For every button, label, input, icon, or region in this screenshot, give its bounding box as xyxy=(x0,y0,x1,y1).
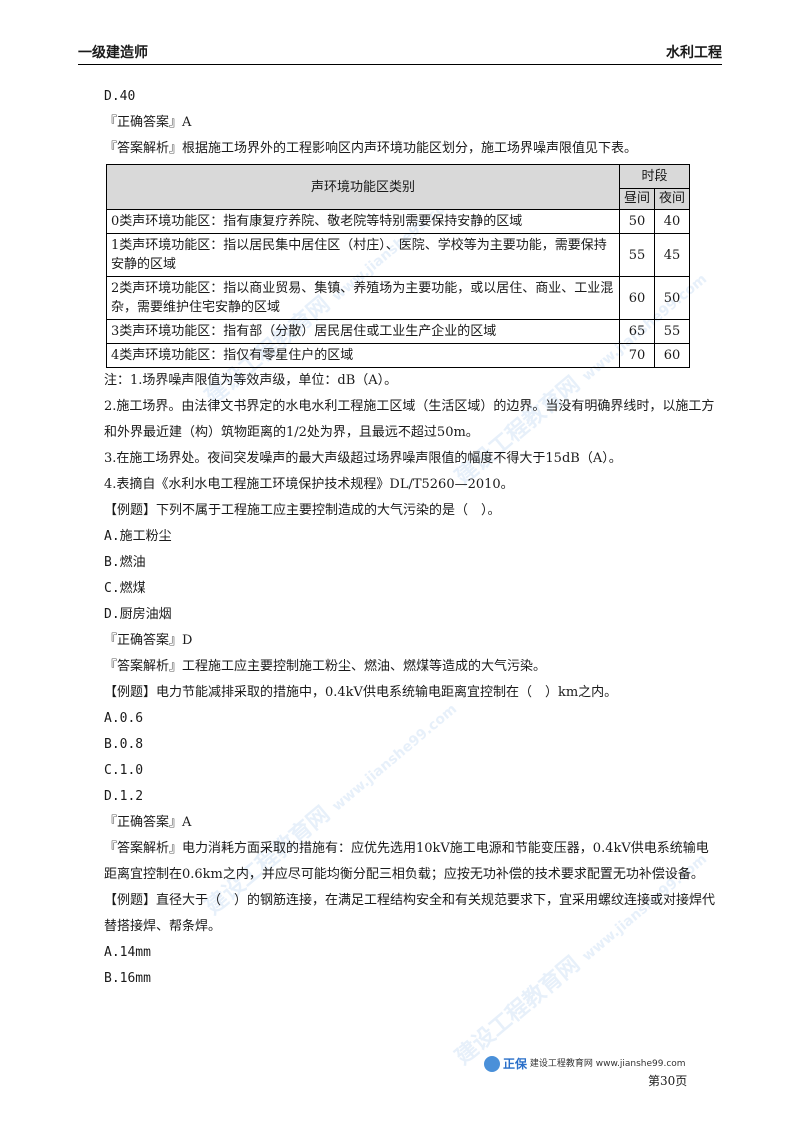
table-row: 1类声环境功能区：指以居民集中居住区（村庄）、医院、学校等为主要功能，需要保持安… xyxy=(106,233,690,277)
row-day-value: 60 xyxy=(619,276,655,320)
page-header: 一级建造师 水利工程 xyxy=(78,40,722,62)
brand-logo-icon xyxy=(484,1055,500,1072)
footer-logo-text: 建设工程教育网 www.jianshe99.com xyxy=(529,1059,686,1069)
table-day-header: 昼间 xyxy=(619,188,655,210)
table-note: 4.表摘自《水利水电工程施工环境保护技术规程》DL/T5260—2010。 xyxy=(104,477,514,492)
analysis-line: 『答案解析』电力消耗方面采取的措施有：应优先选用10kV施工电源和节能变压器，0… xyxy=(104,841,709,882)
question-stem: 【例题】直径大于（ ）的钢筋连接，在满足工程结构安全和有关规范要求下，宜采用螺纹… xyxy=(104,893,716,934)
table-note: 2.施工场界。由法律文书界定的水电水利工程施工区域（生活区域）的边界。当没有明确… xyxy=(104,399,715,440)
row-day-value: 55 xyxy=(619,233,655,277)
row-label: 3类声环境功能区：指有部（分散）居民居住或工业生产企业的区域 xyxy=(106,319,620,344)
row-night-value: 55 xyxy=(654,319,690,344)
row-night-value: 40 xyxy=(654,209,690,234)
question-stem: 【例题】下列不属于工程施工应主要控制造成的大气污染的是（ ）。 xyxy=(104,503,501,518)
question-option: C.燃煤 xyxy=(104,581,146,596)
question-option: B.燃油 xyxy=(104,555,146,570)
question-option: C.1.0 xyxy=(104,763,144,778)
footer-logo: 正保 建设工程教育网 www.jianshe99.com xyxy=(484,1055,686,1072)
table-night-header: 夜间 xyxy=(654,188,690,210)
row-label: 0类声环境功能区：指有康复疗养院、敬老院等特别需要保持安静的区域 xyxy=(106,209,620,234)
noise-limit-table: 声环境功能区类别 时段 昼间 夜间 0类声环境功能区：指有康复疗养院、敬老院等特… xyxy=(106,164,690,368)
table-row: 4类声环境功能区：指仅有零星住户的区域 70 60 xyxy=(106,343,690,368)
answer-line: 『正确答案』A xyxy=(104,115,192,130)
table-period-header: 时段 xyxy=(619,164,690,189)
table-row: 2类声环境功能区：指以商业贸易、集镇、养殖场为主要功能，或以居住、商业、工业混杂… xyxy=(106,276,690,320)
question-option: D.1.2 xyxy=(104,789,144,804)
question-stem: 【例题】电力节能减排采取的措施中，0.4kV供电系统输电距离宜控制在（ ）km之… xyxy=(104,685,618,700)
row-label: 4类声环境功能区：指仅有零星住户的区域 xyxy=(106,343,620,368)
row-day-value: 65 xyxy=(619,319,655,344)
row-label: 2类声环境功能区：指以商业贸易、集镇、养殖场为主要功能，或以居住、商业、工业混杂… xyxy=(106,276,620,320)
question-option: D.厨房油烟 xyxy=(104,607,172,622)
row-label: 1类声环境功能区：指以居民集中居住区（村庄）、医院、学校等为主要功能，需要保持安… xyxy=(106,233,620,277)
header-left-title: 一级建造师 xyxy=(78,45,148,61)
analysis-line: 『答案解析』工程施工应主要控制施工粉尘、燃油、燃煤等造成的大气污染。 xyxy=(104,659,547,674)
table-note: 注：1.场界噪声限值为等效声级，单位：dB（A）。 xyxy=(104,373,398,388)
row-night-value: 50 xyxy=(654,276,690,320)
option-line: D.40 xyxy=(104,89,136,104)
page-number: 第30页 xyxy=(648,1074,688,1088)
header-divider xyxy=(78,64,722,65)
table-col-header: 声环境功能区类别 xyxy=(106,164,620,210)
answer-line: 『正确答案』A xyxy=(104,815,192,830)
question-option: A.施工粉尘 xyxy=(104,529,172,544)
row-day-value: 70 xyxy=(619,343,655,368)
question-option: A.0.6 xyxy=(104,711,144,726)
question-option: B.0.8 xyxy=(104,737,144,752)
row-day-value: 50 xyxy=(619,209,655,234)
answer-line: 『正确答案』D xyxy=(104,633,193,648)
row-night-value: 60 xyxy=(654,343,690,368)
table-row: 3类声环境功能区：指有部（分散）居民居住或工业生产企业的区域 65 55 xyxy=(106,319,690,344)
page-content: D.40 『正确答案』A 『答案解析』根据施工场界外的工程影响区内声环境功能区划… xyxy=(104,84,720,992)
table-row: 0类声环境功能区：指有康复疗养院、敬老院等特别需要保持安静的区域 50 40 xyxy=(106,209,690,234)
question-option: A.14mm xyxy=(104,945,151,960)
question-option: B.16mm xyxy=(104,971,151,986)
table-note: 3.在施工场界处。夜间突发噪声的最大声级超过场界噪声限值的幅度不得大于15dB（… xyxy=(104,451,622,466)
header-right-title: 水利工程 xyxy=(666,45,722,61)
row-night-value: 45 xyxy=(654,233,690,277)
analysis-line: 『答案解析』根据施工场界外的工程影响区内声环境功能区划分，施工场界噪声限值见下表… xyxy=(104,141,638,156)
